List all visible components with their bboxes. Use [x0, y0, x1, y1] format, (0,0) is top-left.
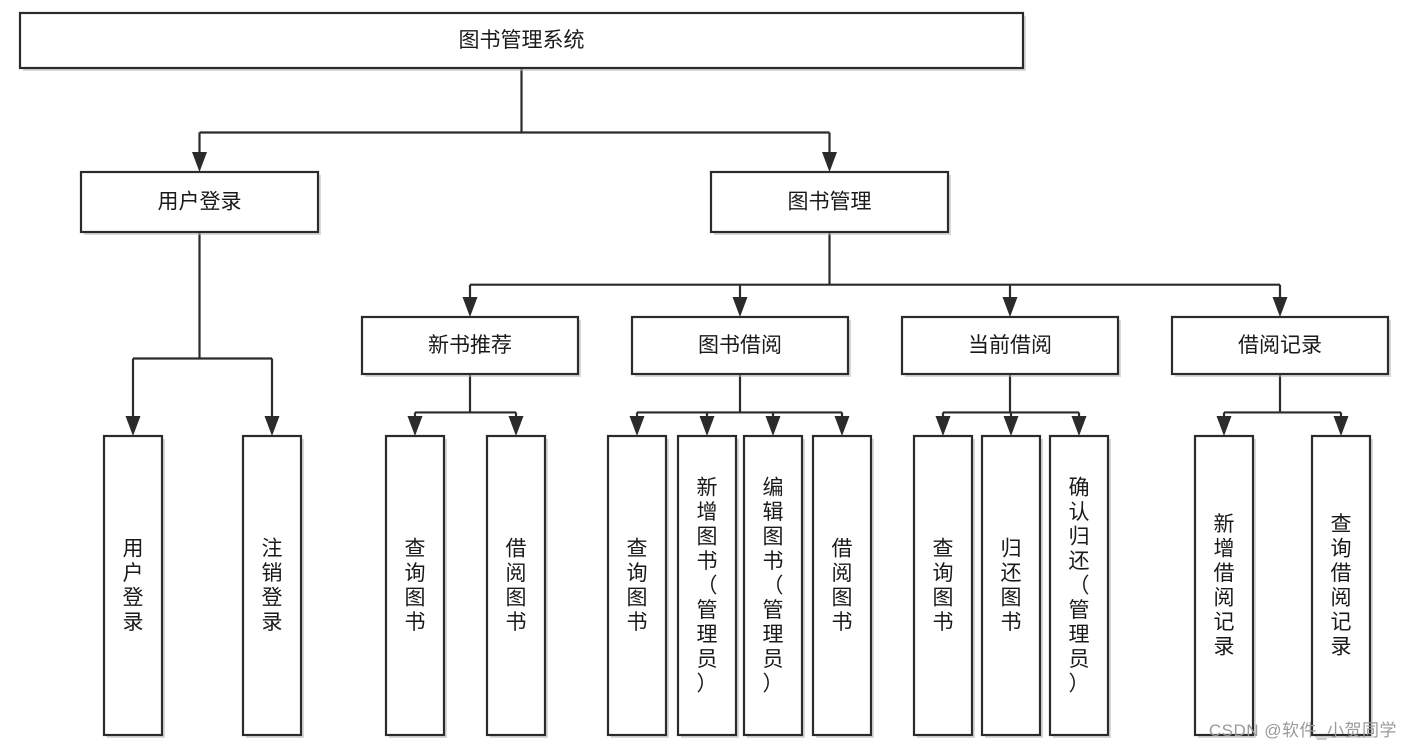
node-label: 查询图书 — [627, 538, 648, 635]
arrow-head-icon — [125, 416, 141, 436]
arrow-head-icon — [1071, 416, 1087, 436]
node-user-login[interactable]: 用户登录 — [79, 170, 321, 235]
connector-group-book-manage — [462, 232, 1288, 317]
node-box[interactable] — [742, 434, 804, 737]
node-leaf-borrow-book-2[interactable]: 借阅图书 — [811, 434, 874, 738]
node-label: 图书管理 — [788, 191, 872, 214]
node-label: 用户登录 — [158, 191, 242, 214]
node-box[interactable] — [606, 434, 668, 737]
node-box[interactable] — [1310, 434, 1372, 737]
node-leaf-confirm-return[interactable]: 确认归还（管理员） — [1048, 434, 1111, 738]
node-label: 新增借阅记录 — [1214, 513, 1235, 659]
node-box[interactable] — [709, 170, 950, 234]
arrow-head-icon — [1003, 416, 1019, 436]
node-box[interactable] — [676, 434, 738, 737]
connector-group-new-book-rec — [407, 374, 524, 436]
node-label: 借阅图书 — [506, 538, 527, 635]
arrow-head-icon — [462, 297, 478, 317]
node-label: 归还图书 — [1001, 538, 1022, 635]
node-box[interactable] — [912, 434, 974, 737]
connector-group-user-login — [125, 232, 280, 436]
node-leaf-add-record[interactable]: 新增借阅记录 — [1193, 434, 1256, 738]
node-box[interactable] — [1170, 315, 1390, 376]
arrow-head-icon — [508, 416, 524, 436]
arrow-head-icon — [407, 416, 423, 436]
node-label: 确认归还（管理员） — [1069, 476, 1090, 695]
node-box[interactable] — [900, 315, 1120, 376]
arrow-head-icon — [699, 416, 715, 436]
node-box[interactable] — [18, 11, 1025, 70]
node-box[interactable] — [79, 170, 320, 234]
node-label: 借阅图书 — [832, 538, 853, 635]
node-new-book-rec[interactable]: 新书推荐 — [360, 315, 581, 377]
arrow-head-icon — [1272, 297, 1288, 317]
node-leaf-add-book[interactable]: 新增图书（管理员） — [676, 434, 739, 738]
node-label: 借阅记录 — [1238, 334, 1322, 357]
node-root[interactable]: 图书管理系统 — [18, 11, 1026, 71]
node-book-borrow[interactable]: 图书借阅 — [630, 315, 851, 377]
node-box[interactable] — [485, 434, 547, 737]
arrow-head-icon — [822, 152, 837, 172]
node-box[interactable] — [241, 434, 303, 737]
node-label: 注销登录 — [262, 538, 283, 635]
node-box[interactable] — [630, 315, 850, 376]
node-label: 图书借阅 — [698, 334, 782, 357]
node-label: 新书推荐 — [428, 334, 512, 357]
connector-group-borrow-record — [1216, 374, 1349, 436]
arrow-head-icon — [765, 416, 781, 436]
arrow-head-icon — [834, 416, 850, 436]
node-book-manage[interactable]: 图书管理 — [709, 170, 951, 235]
arrow-head-icon — [1002, 297, 1018, 317]
arrow-head-icon — [732, 297, 748, 317]
node-leaf-query-book-1[interactable]: 查询图书 — [384, 434, 447, 738]
node-box[interactable] — [811, 434, 873, 737]
node-leaf-borrow-book-1[interactable]: 借阅图书 — [485, 434, 548, 738]
node-box[interactable] — [1048, 434, 1110, 737]
connector-group-current-borrow — [935, 374, 1087, 436]
arrow-head-icon — [629, 416, 645, 436]
node-current-borrow[interactable]: 当前借阅 — [900, 315, 1121, 377]
node-box[interactable] — [102, 434, 164, 737]
arrow-head-icon — [1333, 416, 1349, 436]
node-label: 编辑图书（管理员） — [763, 476, 784, 695]
node-box[interactable] — [1193, 434, 1255, 737]
node-label: 新增图书（管理员） — [697, 476, 718, 695]
node-leaf-return-book[interactable]: 归还图书 — [980, 434, 1043, 738]
node-leaf-user-login[interactable]: 用户登录 — [102, 434, 165, 738]
connector-group-book-borrow — [629, 374, 850, 436]
arrow-head-icon — [1216, 416, 1232, 436]
node-box[interactable] — [980, 434, 1042, 737]
arrow-head-icon — [192, 152, 207, 172]
arrow-head-icon — [264, 416, 280, 436]
arrow-head-icon — [935, 416, 951, 436]
node-label: 当前借阅 — [968, 334, 1052, 357]
connector-lines-layer — [125, 68, 1349, 436]
node-label: 图书管理系统 — [459, 29, 585, 52]
node-label: 用户登录 — [123, 538, 144, 635]
node-box[interactable] — [360, 315, 580, 376]
node-label: 查询图书 — [933, 538, 954, 635]
node-box[interactable] — [384, 434, 446, 737]
node-boxes-layer: 图书管理系统用户登录图书管理新书推荐图书借阅当前借阅借阅记录用户登录注销登录查询… — [18, 11, 1391, 738]
node-borrow-record[interactable]: 借阅记录 — [1170, 315, 1391, 377]
node-leaf-query-book-2[interactable]: 查询图书 — [606, 434, 669, 738]
node-label: 查询图书 — [405, 538, 426, 635]
node-leaf-logout[interactable]: 注销登录 — [241, 434, 304, 738]
node-label: 查询借阅记录 — [1331, 513, 1352, 659]
connector-group-root — [192, 68, 837, 172]
node-leaf-edit-book[interactable]: 编辑图书（管理员） — [742, 434, 805, 738]
node-leaf-query-record[interactable]: 查询借阅记录 — [1310, 434, 1373, 738]
node-leaf-query-book-3[interactable]: 查询图书 — [912, 434, 975, 738]
